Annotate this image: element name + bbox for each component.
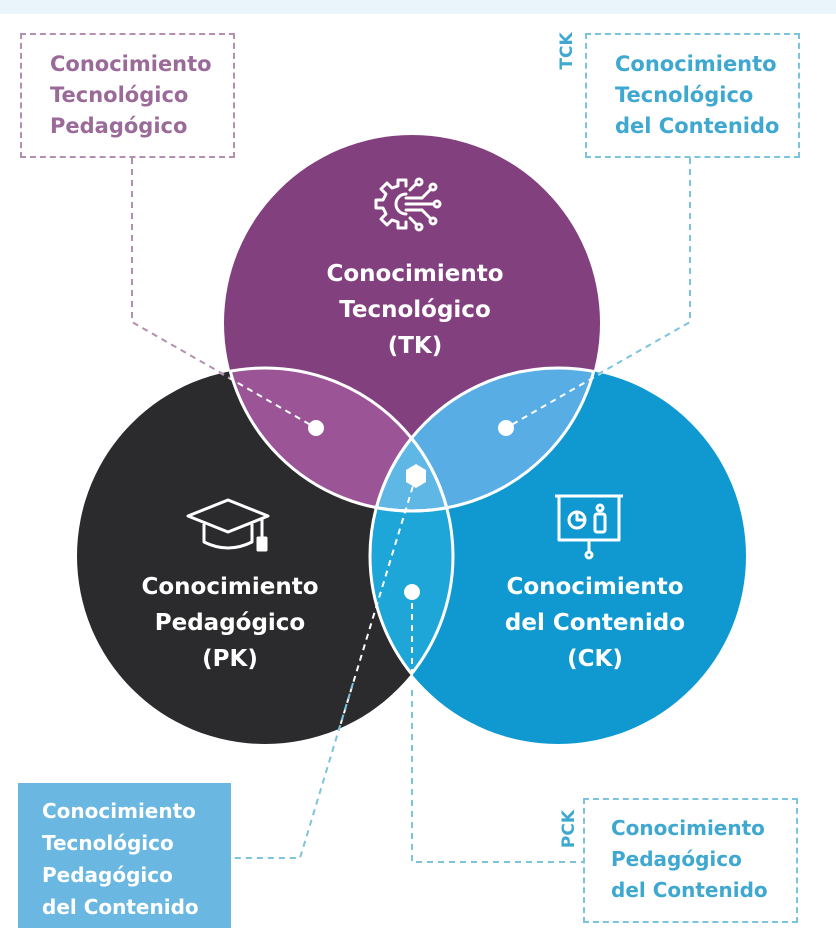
dot-tck [498, 420, 514, 436]
region-tk-ck [370, 368, 600, 511]
callout-tpack-line-3: Pedagógico [42, 863, 173, 887]
connector-tck-outer [594, 158, 691, 377]
circle-label-pk-line-1: Conocimiento [141, 574, 319, 600]
circle-label-ck: Conocimiento del Contenido (CK) [465, 569, 725, 677]
connector-pck [411, 592, 583, 863]
callout-pck-line-2: Pedagógico [611, 847, 742, 871]
top-strip [0, 0, 836, 14]
pck-tag: PCK [559, 809, 579, 849]
callout-tpk: Conocimiento Tecnológico Pedagógico [20, 33, 235, 158]
connector-tpack-outer [231, 682, 354, 859]
circle-label-pk-line-2: Pedagógico [154, 610, 306, 636]
outline-pk-2 [370, 368, 455, 744]
outline-pk [224, 366, 455, 511]
outline-ck [368, 366, 600, 511]
callout-pck-line-3: del Contenido [611, 878, 768, 902]
dot-pck [404, 584, 420, 600]
callout-tck-line-2: Tecnológico [615, 83, 754, 107]
callout-tpk-line-2: Tecnológico [50, 83, 189, 107]
callout-tpk-line-1: Conocimiento [50, 52, 212, 76]
callout-tck-line-3: del Contenido [615, 114, 780, 138]
circle-label-ck-line-2: del Contenido [504, 610, 686, 636]
circle-label-tk-line-2: Tecnológico [339, 297, 491, 323]
circle-label-ck-line-1: Conocimiento [506, 574, 684, 600]
callout-tpack-line-4: del Contenido [42, 895, 199, 919]
connector-tpk-outer [131, 158, 231, 379]
presentation-board-icon [555, 494, 623, 560]
connector-tpack [231, 475, 417, 859]
circle-label-ck-line-3: (CK) [567, 646, 623, 672]
callout-tpack: Conocimiento Tecnológico Pedagógico del … [18, 783, 231, 928]
callout-tck: Conocimiento Tecnológico del Contenido [585, 33, 800, 158]
region-tk-pk [224, 368, 453, 511]
callout-tpack-line-1: Conocimiento [42, 799, 196, 823]
circle-label-tk: Conocimiento Tecnológico (TK) [280, 256, 550, 364]
callout-tck-line-1: Conocimiento [615, 52, 777, 76]
connector-pck-outer [411, 690, 583, 863]
circle-label-pk-line-3: (PK) [202, 646, 258, 672]
gear-circuit-icon [374, 177, 442, 232]
circle-label-pk: Conocimiento Pedagógico (PK) [100, 569, 360, 677]
circle-label-tk-line-3: (TK) [387, 333, 443, 359]
circle-label-tk-line-1: Conocimiento [326, 261, 504, 287]
callout-pck-line-1: Conocimiento [611, 816, 765, 840]
outline-ck-2 [368, 368, 453, 744]
graduation-cap-icon [186, 498, 270, 552]
dot-tpk [308, 420, 324, 436]
outline-tk-2 [370, 368, 602, 513]
callout-tpack-line-2: Tecnológico [42, 831, 174, 855]
callout-tpk-line-3: Pedagógico [50, 114, 188, 138]
callout-pck: Conocimiento Pedagógico del Contenido [583, 798, 798, 923]
tck-tag: TCK [557, 32, 577, 70]
dot-tpack [406, 464, 426, 488]
